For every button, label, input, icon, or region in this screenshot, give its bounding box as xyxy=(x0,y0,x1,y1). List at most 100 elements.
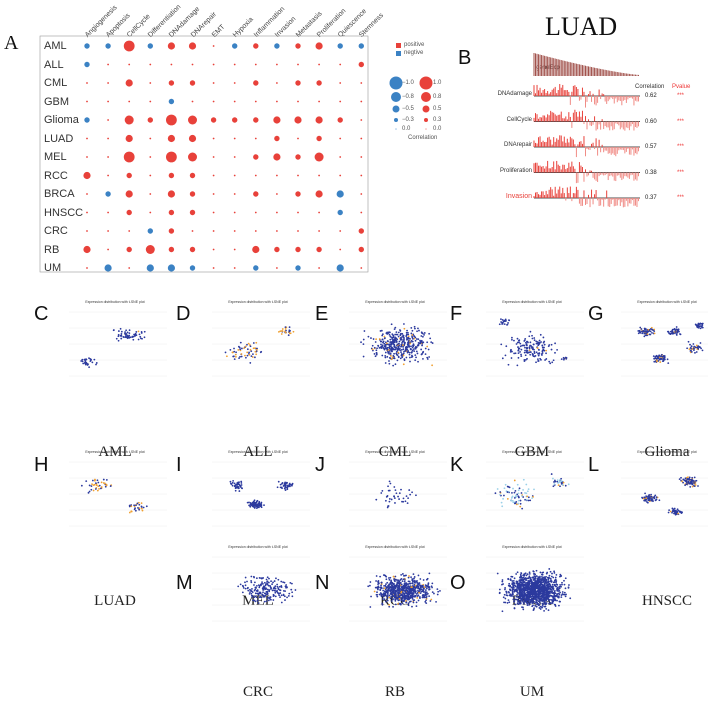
tsne-point xyxy=(647,330,650,333)
tsne-point xyxy=(367,335,370,338)
tsne-point xyxy=(549,570,552,573)
tsne-point xyxy=(247,586,249,589)
tsne-point xyxy=(91,479,94,482)
tsne-point xyxy=(379,575,382,578)
panel-b-correlation-cellcycle: 0.60 xyxy=(645,118,657,125)
tsne-point xyxy=(496,488,499,490)
tsne-point xyxy=(414,594,417,597)
dot-glioma-emt xyxy=(210,117,217,123)
tsne-point xyxy=(521,579,524,582)
tsne-point xyxy=(233,347,235,350)
dot-rb-hypoxia xyxy=(233,248,236,251)
row-label-brca: BRCA xyxy=(44,188,75,200)
tsne-point xyxy=(420,335,423,337)
dot-aml-dnarepair xyxy=(188,42,197,50)
dot-all-cellcycle xyxy=(128,63,131,66)
tsne-point xyxy=(643,330,646,333)
tsne-point xyxy=(548,344,551,346)
tsne-point xyxy=(283,581,286,584)
tsne-point xyxy=(528,584,530,586)
tsne-point xyxy=(501,610,504,613)
dot-um-metastasis xyxy=(295,265,301,271)
tsne-point xyxy=(511,583,514,586)
tsne-point xyxy=(266,592,269,594)
tsne-point xyxy=(524,358,527,361)
tsne-point xyxy=(661,355,664,358)
tsne-point xyxy=(277,592,280,595)
tsne-plot-rcc: Expression distribution with t-SNE plot xyxy=(335,448,455,543)
dot-um-apoptosis xyxy=(104,264,112,272)
tsne-point xyxy=(138,508,141,511)
tsne-point xyxy=(534,592,537,594)
tsne-point xyxy=(546,590,549,593)
tsne-point xyxy=(551,572,553,575)
tsne-point xyxy=(133,508,136,511)
tsne-point xyxy=(120,332,123,335)
tsne-point xyxy=(89,357,92,360)
tsne-name-um: UM xyxy=(519,684,545,700)
dot-brca-angiogenesis xyxy=(86,193,88,195)
tsne-point xyxy=(394,336,396,339)
tsne-point xyxy=(553,572,556,574)
tsne-point xyxy=(430,598,433,601)
tsne-point xyxy=(418,342,421,345)
tsne-point xyxy=(513,479,516,482)
dot-um-proliferation xyxy=(318,267,320,269)
tsne-point xyxy=(392,605,394,608)
tsne-point xyxy=(404,500,407,503)
tsne-point xyxy=(535,351,538,354)
tsne-point xyxy=(692,480,695,482)
tsne-point xyxy=(256,499,259,502)
tsne-point xyxy=(658,499,661,502)
tsne-point xyxy=(414,588,416,591)
tsne-point xyxy=(284,585,287,588)
tsne-point xyxy=(691,476,694,479)
tsne-point xyxy=(422,586,424,589)
tsne-point xyxy=(254,592,257,595)
tsne-plot-luad: Expression distribution with t-SNE plot xyxy=(55,448,175,543)
tsne-point xyxy=(407,602,410,605)
tsne-point xyxy=(407,333,410,336)
tsne-point xyxy=(263,600,266,603)
tsne-point xyxy=(680,512,683,515)
tsne-point xyxy=(439,589,441,592)
tsne-point xyxy=(377,580,380,582)
tsne-point xyxy=(532,579,535,581)
tsne-point xyxy=(403,574,405,577)
tsne-point xyxy=(399,334,402,337)
tsne-point xyxy=(541,588,544,590)
tsne-point xyxy=(567,483,570,486)
tsne-point xyxy=(84,361,87,364)
tsne-point xyxy=(388,596,391,599)
tsne-point xyxy=(684,477,687,480)
tsne-point xyxy=(395,340,398,343)
tsne-point xyxy=(521,585,524,587)
tsne-point xyxy=(381,598,384,600)
tsne-point xyxy=(528,602,530,604)
dot-cml-cellcycle xyxy=(125,79,133,87)
tsne-point xyxy=(542,598,545,601)
dot-glioma-differentiation xyxy=(147,117,153,123)
tsne-point xyxy=(509,588,511,591)
dot-aml-invasion xyxy=(274,43,280,49)
legend-title: Correlation xyxy=(408,135,438,141)
dot-hnscc-cellcycle xyxy=(126,209,132,216)
tsne-point xyxy=(397,342,400,345)
tsne-point xyxy=(406,592,409,595)
tsne-point xyxy=(643,332,646,335)
tsne-point xyxy=(506,497,509,500)
tsne-point xyxy=(239,583,242,586)
tsne-point xyxy=(410,576,412,579)
tsne-point xyxy=(557,595,560,598)
tsne-point xyxy=(92,489,95,492)
tsne-plot-crc: Expression distribution with t-SNE plot xyxy=(198,543,318,638)
tsne-point xyxy=(413,577,415,580)
tsne-point xyxy=(538,349,540,351)
tsne-point xyxy=(687,476,689,479)
tsne-point xyxy=(120,337,123,340)
tsne-point xyxy=(510,575,513,578)
tsne-point xyxy=(412,573,415,576)
dot-aml-stemness xyxy=(358,43,364,49)
dot-cml-quiescence xyxy=(339,82,342,84)
panel-label-a: A xyxy=(4,32,19,54)
